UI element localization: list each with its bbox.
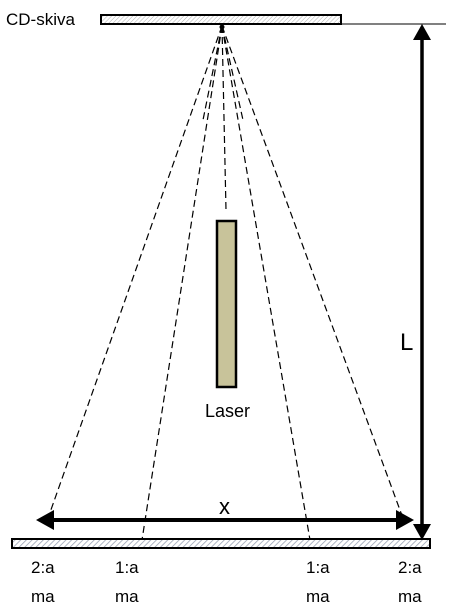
ray-order2-left: [46, 25, 223, 522]
order2-right-label-line1: 2:a: [398, 558, 422, 577]
screen-plate: [11, 538, 431, 549]
ray-inner-right: [221, 25, 244, 121]
ray-order2-right: [221, 25, 405, 522]
convergence-point: [219, 24, 225, 30]
order2-left-label-line1: 2:a: [31, 558, 55, 577]
ray-inner-left: [202, 25, 223, 121]
order-labels: 2:a ma 1:a ma 1:a ma 2:a ma: [31, 558, 422, 606]
cd-disc: [100, 14, 342, 25]
diffraction-rays: [46, 25, 405, 541]
cd-disc-label: CD-skiva: [6, 10, 75, 29]
distance-arrow-head-top: [413, 24, 431, 40]
order2-right-label-line2: ma: [398, 587, 422, 606]
order1-left-label-line2: ma: [115, 587, 139, 606]
order2-left-label-line2: ma: [31, 587, 55, 606]
distance-arrow-head-bottom: [413, 524, 431, 540]
distance-label: L: [400, 329, 413, 356]
order1-left-label-line1: 1:a: [115, 558, 139, 577]
order1-right-label-line2: ma: [306, 587, 330, 606]
order1-right-label-line1: 1:a: [306, 558, 330, 577]
spread-arrow-head-right: [396, 510, 414, 530]
laser-label: Laser: [205, 401, 250, 421]
ray-center: [221, 25, 227, 211]
laser-body: [215, 219, 238, 389]
spread-arrow-head-left: [36, 510, 54, 530]
ray-order1-left: [141, 25, 223, 541]
distance-label-bg: [398, 326, 420, 356]
spread-label: x: [219, 494, 230, 519]
ray-order1-right: [221, 25, 311, 541]
